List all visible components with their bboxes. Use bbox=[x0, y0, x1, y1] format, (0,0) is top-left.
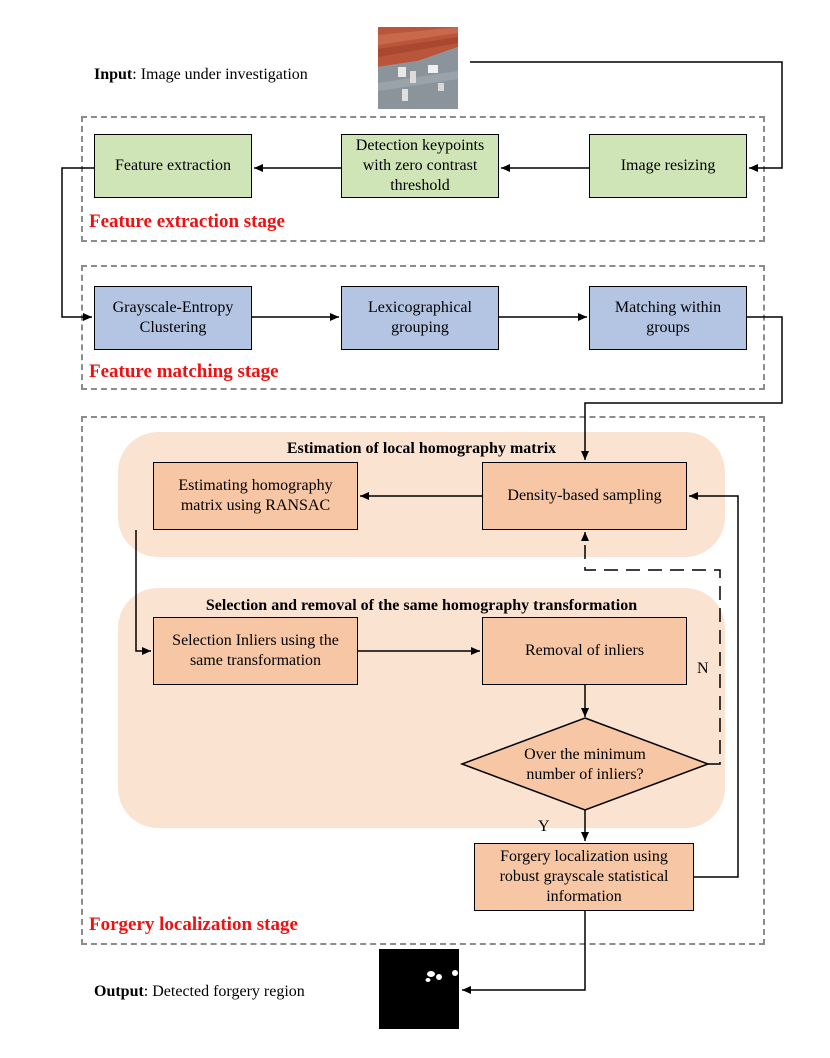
forgery-localization-box: Forgery localization using robust graysc… bbox=[474, 843, 694, 911]
arrow-decision-no bbox=[581, 532, 721, 765]
input-label: Input: Image under investigation bbox=[94, 66, 308, 83]
selection-inliers-box: Selection Inliers using the same transfo… bbox=[153, 617, 358, 685]
decision-diamond bbox=[459, 717, 711, 811]
arrow-localization-to-output bbox=[462, 911, 586, 994]
estimating-homography-box: Estimating homography matrix using RANSA… bbox=[153, 462, 358, 530]
decision-text: Over the minimum number of inliers? bbox=[524, 746, 646, 783]
forgery-localization-stage-label: Forgery localization stage bbox=[89, 914, 298, 935]
arrow-localization-loop bbox=[689, 492, 739, 878]
density-sampling-box: Density-based sampling bbox=[482, 462, 687, 530]
image-resizing-box: Image resizing bbox=[589, 134, 747, 198]
feature-matching-stage-label: Feature matching stage bbox=[89, 361, 279, 382]
arrow-input-to-resizing bbox=[470, 61, 783, 172]
removal-inliers-box: Removal of inliers bbox=[482, 617, 687, 685]
matching-groups-box: Matching within groups bbox=[589, 286, 747, 350]
feature-extraction-stage bbox=[81, 116, 765, 242]
arrow-extraction-to-clustering bbox=[61, 167, 94, 321]
lexicographical-box: Lexicographical grouping bbox=[341, 286, 499, 350]
arrow-matching-to-density bbox=[581, 316, 783, 460]
selection-band-title: Selection and removal of the same homogr… bbox=[205, 597, 638, 614]
forgery-localization-stage bbox=[81, 416, 765, 945]
output-image bbox=[379, 949, 459, 1029]
grayscale-entropy-box: Grayscale-Entropy Clustering bbox=[94, 286, 252, 350]
arrow-estimating-to-selection bbox=[135, 530, 151, 655]
output-label: Output: Detected forgery region bbox=[94, 983, 305, 1000]
detection-keypoints-box: Detection keypoints with zero contrast t… bbox=[341, 134, 499, 198]
feature-matching-stage bbox=[81, 265, 765, 390]
yes-branch-label: Y bbox=[538, 818, 550, 835]
feature-extraction-box: Feature extraction bbox=[94, 134, 252, 198]
estimation-band-title: Estimation of local homography matrix bbox=[286, 440, 557, 457]
feature-extraction-stage-label: Feature extraction stage bbox=[89, 211, 285, 232]
input-image bbox=[378, 27, 458, 109]
no-branch-label: N bbox=[697, 660, 709, 677]
